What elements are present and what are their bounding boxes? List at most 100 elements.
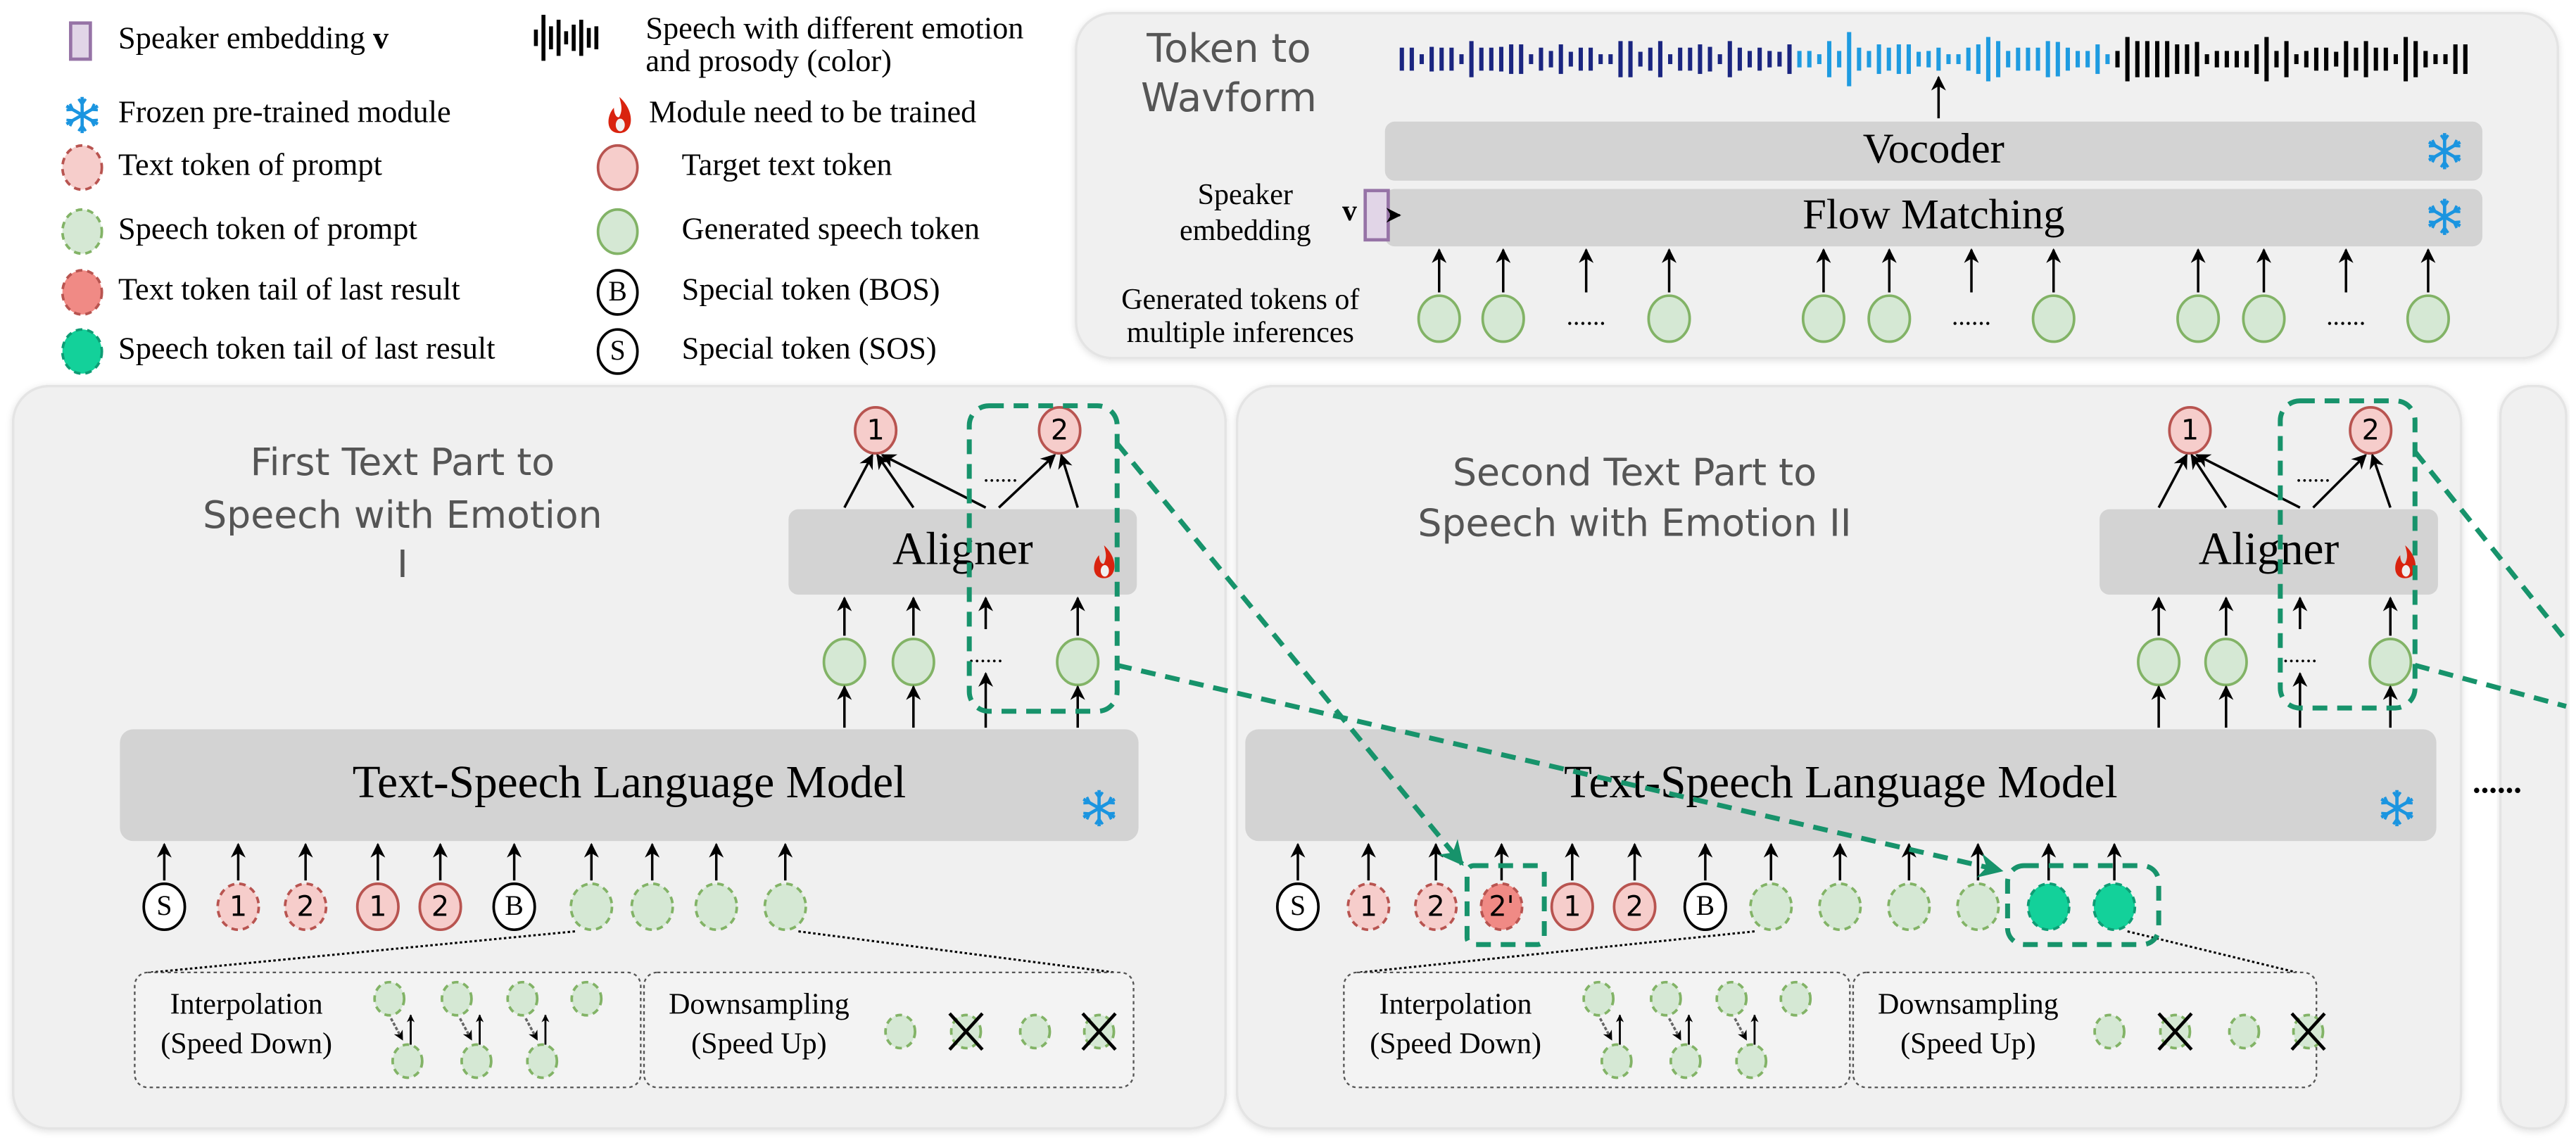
legend-label: Target text token xyxy=(682,146,892,182)
tail-link-arrow xyxy=(2414,663,2567,709)
token-label: 2 xyxy=(1051,414,1068,446)
waveform-bar xyxy=(2214,51,2219,68)
prompt-speech-token-icon xyxy=(1818,882,1862,932)
waveform-bar xyxy=(1548,51,1553,68)
downsampling-label: Downsampling xyxy=(1878,989,2059,1021)
tokens-label: Generated tokens of xyxy=(1121,284,1359,316)
waveform-bar xyxy=(1598,54,1603,65)
prompt-text-token-icon xyxy=(216,882,260,932)
flame-icon xyxy=(2395,545,2416,578)
target-text-token: 2 xyxy=(1037,406,1082,455)
waveform-bar xyxy=(1589,47,1593,71)
target-text-token: 1 xyxy=(355,882,400,932)
arrow xyxy=(843,453,873,509)
gen-speech-token-icon xyxy=(2406,294,2450,343)
tail-speech-token-icon xyxy=(61,328,103,375)
waveform xyxy=(1399,32,2468,87)
prompt-speech-token xyxy=(1600,1043,1633,1079)
arrow xyxy=(1058,453,1079,508)
waveform-bar xyxy=(2363,41,2368,77)
legend-label: Special token (BOS) xyxy=(682,272,940,307)
waveform-bar xyxy=(2383,47,2388,71)
gen-speech-token-icon xyxy=(2368,638,2413,687)
prompt-speech-token xyxy=(1818,882,1862,932)
waveform-bar xyxy=(1886,47,1891,71)
waveform-bar xyxy=(1797,51,1802,68)
prompt-speech-token-icon xyxy=(1735,1043,1768,1079)
token-label: 1 xyxy=(1563,890,1581,923)
waveform-bar xyxy=(1757,47,1762,71)
waveform-bar xyxy=(1449,47,1454,71)
prompt-speech-token xyxy=(1735,1043,1768,1079)
prompt-text-token: 2 xyxy=(284,882,328,932)
prompt-speech-token xyxy=(506,980,539,1017)
module-label: Text-Speech Language Model xyxy=(353,757,907,808)
tail-speech-token xyxy=(2092,882,2137,932)
panel-title: Wavform xyxy=(1141,75,1317,121)
target-text-token: 1 xyxy=(1550,882,1594,932)
prompt-speech-token-icon xyxy=(1715,980,1748,1017)
prompt-speech-token-icon xyxy=(1669,1043,1702,1079)
waveform-bar xyxy=(1419,54,1425,65)
target-text-token: 1 xyxy=(854,406,898,455)
gen-speech-token xyxy=(2176,294,2221,343)
special-token-icon xyxy=(492,882,536,932)
prompt-speech-token-icon xyxy=(1749,882,1793,932)
prompt-speech-token xyxy=(1649,980,1682,1017)
target-text-token-icon xyxy=(1037,406,1082,455)
waveform-bar xyxy=(2373,47,2378,71)
legend-item: Generated speech token xyxy=(596,208,980,255)
token-label: S xyxy=(1290,890,1306,921)
waveform-bar xyxy=(2423,51,2428,68)
aligner-module: Aligner xyxy=(788,509,1137,595)
waveform-bar xyxy=(1429,46,1434,72)
token-label: 1 xyxy=(1360,890,1377,923)
token-label: B xyxy=(608,276,626,307)
prompt-speech-token xyxy=(61,208,103,255)
prompt-speech-token-icon xyxy=(2228,1013,2261,1050)
downsampling-label: (Speed Up) xyxy=(1900,1028,2035,1060)
waveform-bar xyxy=(2304,51,2309,68)
waveform-bar xyxy=(2065,47,2070,71)
token-label: S xyxy=(610,335,626,366)
speaker-label: embedding xyxy=(1180,215,1311,247)
waveform-bar xyxy=(1817,54,1821,65)
module-label: Aligner xyxy=(892,524,1033,575)
waveform-bar xyxy=(1976,44,1981,75)
waveform-bar xyxy=(1727,41,1732,77)
waveform-bar xyxy=(1917,51,1921,67)
interpolation-label: (Speed Down) xyxy=(1370,1028,1541,1060)
waveform-bar xyxy=(2195,42,2199,77)
prompt-speech-token-icon xyxy=(1582,980,1615,1017)
selected-tail-highlight xyxy=(2278,398,2418,711)
tail-speech-token-icon xyxy=(2026,882,2071,932)
waveform-bar xyxy=(2115,51,2120,68)
prompt-text-token-icon xyxy=(1414,882,1458,932)
gen-speech-token xyxy=(1801,294,1845,343)
tail-text-highlight xyxy=(1464,863,1547,947)
prompt-speech-token-icon xyxy=(694,882,738,932)
waveform-bar xyxy=(2204,54,2209,65)
gen-speech-token xyxy=(822,638,866,687)
prompt-speech-token xyxy=(694,882,738,932)
prompt-text-token-icon xyxy=(1346,882,1391,932)
panel-title: Token to xyxy=(1146,26,1311,72)
next-inference-panel xyxy=(2499,384,2568,1130)
waveform-bar xyxy=(2185,44,2190,75)
tail-link-arrow xyxy=(1116,662,2004,878)
waveform-bar xyxy=(2264,37,2269,82)
token-label: 1 xyxy=(229,890,247,923)
legend-label: Generated speech token xyxy=(682,210,980,246)
special-token-icon xyxy=(596,269,639,316)
tail-text-token: 2' xyxy=(1479,882,1524,932)
waveform-bar xyxy=(2045,41,2050,77)
gen-speech-token-icon xyxy=(1417,294,1461,343)
gen-speech-token-icon xyxy=(1481,294,1525,343)
gen-speech-token xyxy=(2137,638,2181,687)
prompt-speech-token-icon xyxy=(391,1043,424,1079)
ellipsis: ...... xyxy=(968,642,1003,668)
prompt-speech-token-icon xyxy=(2093,1013,2126,1050)
gen-speech-token-icon xyxy=(1867,294,1912,343)
